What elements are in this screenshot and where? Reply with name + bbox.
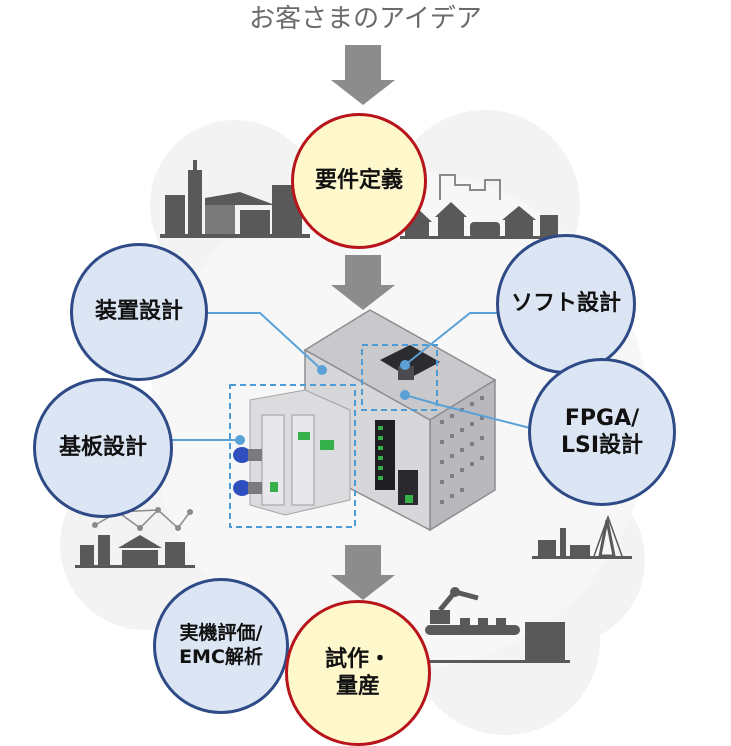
- node-requirements-label: 要件定義: [314, 168, 403, 194]
- node-board-design-label: 基板設計: [58, 435, 147, 461]
- node-software-design: ソフト設計: [496, 234, 636, 374]
- connector-lines: [170, 312, 531, 445]
- node-device-design: 装置設計: [70, 243, 208, 381]
- node-prototype-production: 試作・ 量産: [285, 600, 431, 746]
- node-requirements: 要件定義: [291, 113, 427, 249]
- arrow-down-1: [331, 45, 395, 105]
- node-evaluation-emc: 実機評価/ EMC解析: [153, 578, 289, 714]
- node-software-design-label: ソフト設計: [510, 291, 621, 317]
- flow-arrows: [331, 45, 395, 600]
- network-city-icon: [75, 507, 195, 568]
- node-board-design: 基板設計: [33, 378, 173, 518]
- node-prototype-production-label: 試作・ 量産: [324, 646, 391, 700]
- node-evaluation-emc-label: 実機評価/ EMC解析: [179, 622, 263, 668]
- factory-robot-icon: [420, 587, 570, 663]
- page-title: お客さまのアイデア: [249, 4, 482, 34]
- power-plant-icon: [532, 514, 632, 559]
- arrow-down-3: [331, 545, 395, 600]
- town-skyline-icon: [400, 174, 560, 239]
- node-device-design-label: 装置設計: [94, 299, 183, 325]
- arrow-down-2: [331, 255, 395, 310]
- node-fpga-lsi-design: FPGA/ LSI設計: [528, 358, 676, 506]
- node-fpga-lsi-design-label: FPGA/ LSI設計: [560, 405, 644, 459]
